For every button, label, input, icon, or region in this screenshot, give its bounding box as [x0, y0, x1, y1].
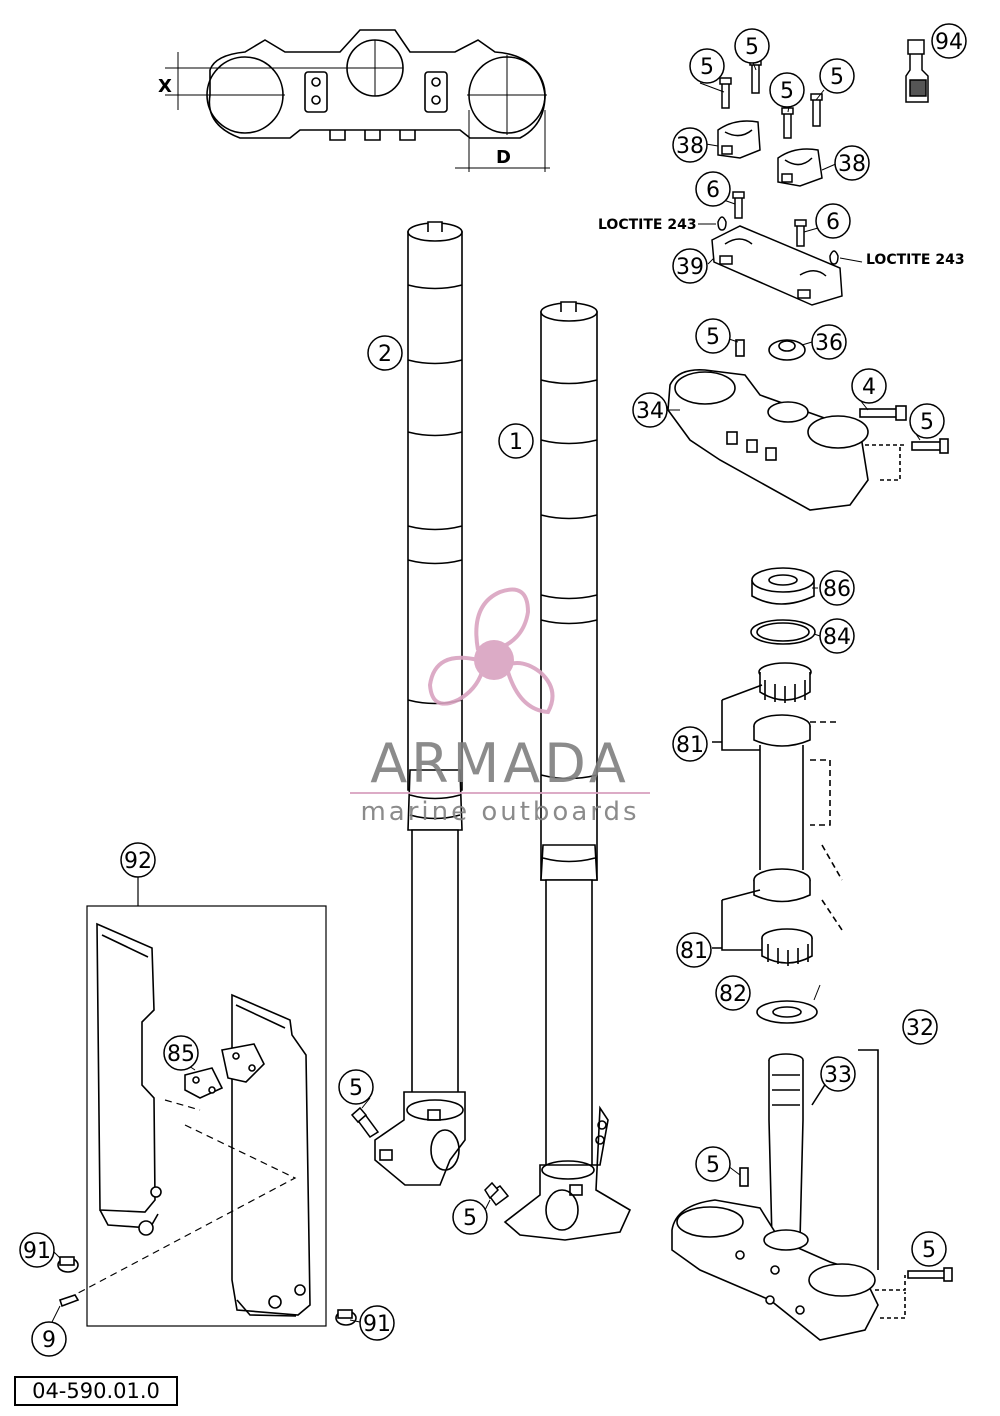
callout-6: 6	[826, 210, 840, 235]
callout-5: 5	[706, 325, 720, 350]
callout-5: 5	[830, 65, 844, 90]
handlebar-clamp-assembly	[711, 39, 929, 306]
callout-5: 5	[780, 79, 794, 104]
loctite-label-right: LOCTITE 243	[866, 252, 965, 268]
callout-markers	[19, 23, 967, 1357]
callout-94: 94	[935, 30, 963, 55]
callout-85: 85	[167, 1042, 195, 1067]
callout-33: 33	[824, 1063, 852, 1088]
propeller-logo	[427, 587, 555, 715]
callout-82: 82	[719, 982, 747, 1007]
callout-81: 81	[680, 939, 708, 964]
fork-leg-right	[503, 301, 632, 1241]
callout-5: 5	[463, 1206, 477, 1231]
dimension-d-label: D	[496, 147, 511, 168]
steering-bearing-stack	[712, 567, 843, 1024]
watermark: ARMADA marine outboards	[350, 587, 650, 827]
propeller-hub	[474, 640, 514, 680]
callout-91: 91	[23, 1239, 51, 1264]
callout-5: 5	[920, 410, 934, 435]
callout-5: 5	[700, 55, 714, 80]
callout-5: 5	[745, 35, 759, 60]
document-code: 04-590.01.0	[14, 1376, 178, 1406]
callout-4: 4	[862, 375, 876, 400]
callout-81: 81	[676, 733, 704, 758]
triple-clamp-top-view	[165, 29, 550, 172]
callout-1: 1	[509, 430, 523, 455]
watermark-brand: ARMADA	[370, 732, 630, 795]
fork-foot-bolts	[350, 1106, 510, 1207]
callout-86: 86	[823, 577, 851, 602]
loctite-label-left: LOCTITE 243	[598, 217, 697, 233]
callout-91: 91	[363, 1312, 391, 1337]
callout-2: 2	[378, 342, 392, 367]
upper-triple-clamp	[667, 339, 949, 511]
callout-5: 5	[706, 1153, 720, 1178]
callout-34: 34	[636, 399, 664, 424]
callout-6: 6	[706, 178, 720, 203]
callout-36: 36	[815, 331, 843, 356]
dimension-x-label: X	[158, 76, 172, 97]
callout-38: 38	[676, 134, 704, 159]
callout-38: 38	[838, 152, 866, 177]
fork-guard-set	[57, 872, 357, 1327]
callout-39: 39	[676, 255, 704, 280]
callout-84: 84	[823, 625, 851, 650]
callout-9: 9	[42, 1328, 56, 1353]
callout-92: 92	[124, 849, 152, 874]
lower-triple-clamp	[671, 1049, 953, 1341]
callout-5: 5	[922, 1238, 936, 1263]
callout-5: 5	[349, 1076, 363, 1101]
callout-labels: 94 5 5 5 5 38 38 6 6 39 5 36 4 34 5 2 1 …	[23, 30, 963, 1353]
callout-32: 32	[906, 1016, 934, 1041]
watermark-tagline: marine outboards	[360, 797, 639, 827]
fork-leg-left	[374, 221, 466, 1186]
